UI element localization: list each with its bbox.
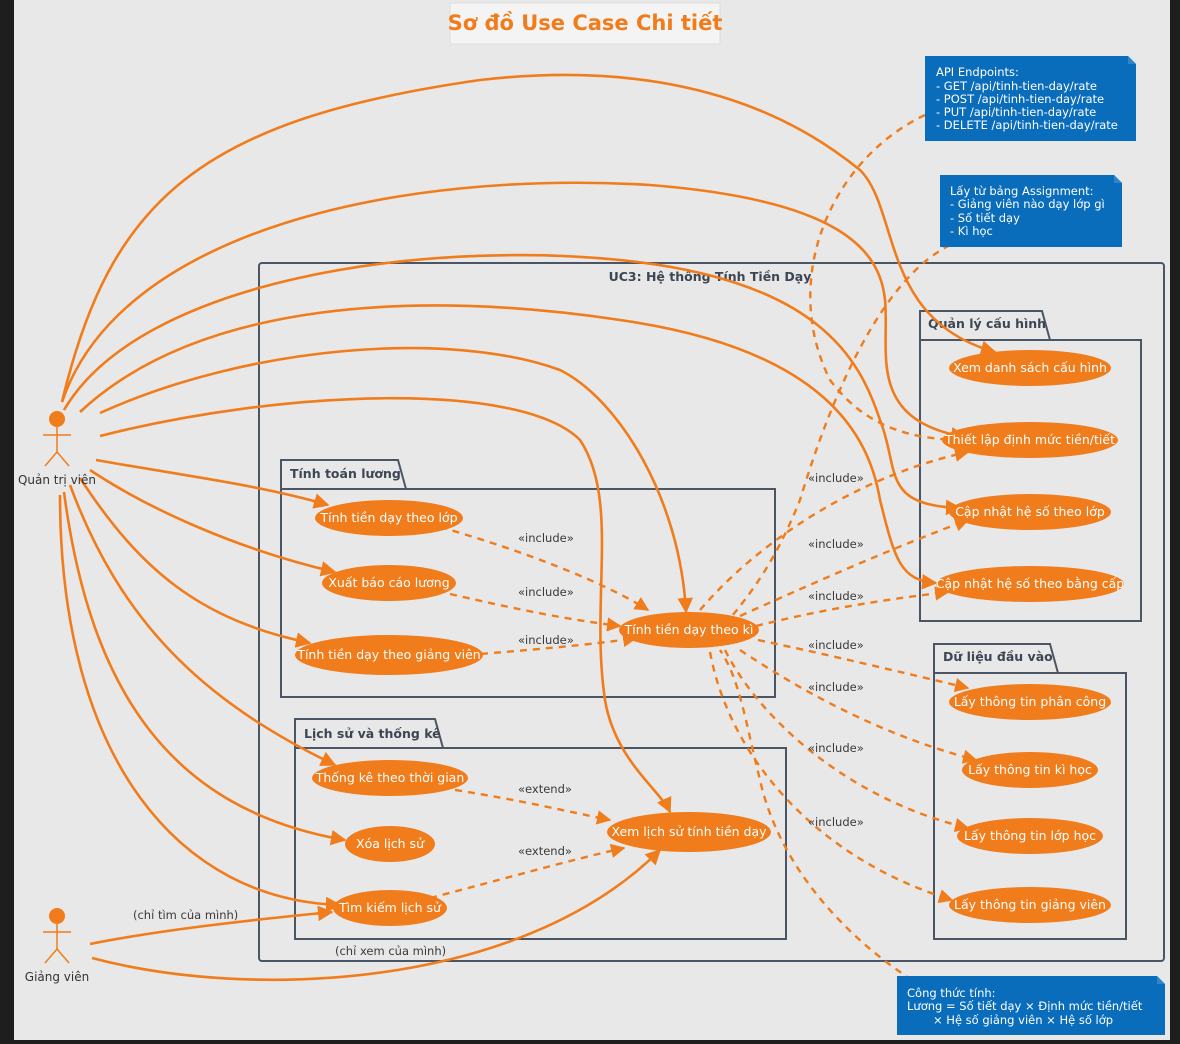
actor-teacher[interactable]: Giảng viên [25, 908, 89, 984]
svg-text:Thống kê theo thời gian: Thống kê theo thời gian [315, 770, 465, 785]
include-label-8: «include» [808, 680, 864, 694]
admin-associations [58, 73, 997, 913]
title-box [449, 2, 721, 45]
include-extend-links [429, 447, 978, 904]
uc-degree-coef[interactable]: Cập nhật hệ số theo bằng cấp [936, 566, 1124, 602]
uc-calc-teacher[interactable]: Tính tiền dạy theo giảng viên [295, 635, 483, 675]
system-boundary [258, 262, 1165, 962]
svg-text:Cập nhật hệ số theo lớp: Cập nhật hệ số theo lớp [955, 504, 1105, 519]
svg-text:Xóa lịch sử: Xóa lịch sử [356, 836, 425, 851]
package-calc-title: Tính toán lương [290, 466, 401, 481]
note-formula-text: Công thức tính: Lương = Số tiết dạy × Đị… [907, 986, 1146, 1027]
svg-text:Lấy thông tin kì học: Lấy thông tin kì học [968, 762, 1092, 777]
note-assignment-text: Lấy từ bảng Assignment: - Giảng viên nào… [950, 184, 1108, 238]
extend-label-2: «extend» [518, 844, 572, 858]
own-view-label: (chỉ xem của mình) [335, 944, 446, 958]
actor-admin[interactable]: Quản trị viên [18, 411, 96, 487]
svg-text:Tính tiền dạy theo lớp: Tính tiền dạy theo lớp [319, 510, 457, 525]
extend-label-1: «extend» [518, 782, 572, 796]
uc-class-coef[interactable]: Cập nhật hệ số theo lớp [949, 494, 1111, 530]
uc-view-history[interactable]: Xem lịch sử tính tiền dạy [607, 812, 771, 852]
uc-stats[interactable]: Thống kê theo thời gian [312, 760, 468, 796]
include-label-10: «include» [808, 815, 864, 829]
actor-teacher-label: Giảng viên [25, 970, 89, 984]
svg-text:Lấy thông tin giảng viên: Lấy thông tin giảng viên [954, 897, 1106, 912]
package-config: Quản lý cấu hình [919, 310, 1142, 622]
relation-labels: «include» «include» «include» «include» … [133, 471, 864, 958]
include-label-9: «include» [808, 741, 864, 755]
svg-text:Tính tiền dạy theo giảng viên: Tính tiền dạy theo giảng viên [296, 647, 480, 662]
include-label-3: «include» [518, 633, 574, 647]
package-input-title: Dữ liệu đầu vào [943, 649, 1053, 664]
include-label-7: «include» [808, 638, 864, 652]
package-config-title: Quản lý cấu hình [928, 316, 1046, 331]
own-search-label: (chỉ tìm của mình) [133, 908, 238, 922]
svg-text:Lấy thông tin lớp học: Lấy thông tin lớp học [964, 828, 1096, 843]
note-assignment: Lấy từ bảng Assignment: - Giảng viên nào… [940, 175, 1122, 247]
uc-search-history[interactable]: Tìm kiếm lịch sử [333, 890, 447, 926]
package-history: Lịch sử và thống kê [294, 718, 787, 940]
uc-delete-history[interactable]: Xóa lịch sử [345, 826, 435, 862]
uc-view-config[interactable]: Xem danh sách cấu hình [949, 350, 1111, 386]
uc-get-class[interactable]: Lấy thông tin lớp học [957, 818, 1103, 854]
svg-text:Xuất báo cáo lương: Xuất báo cáo lương [328, 575, 449, 590]
include-label-1: «include» [518, 531, 574, 545]
svg-text:Cập nhật hệ số theo bằng cấp: Cập nhật hệ số theo bằng cấp [936, 576, 1124, 591]
actor-admin-label: Quản trị viên [18, 473, 96, 487]
actor-admin-head-icon [49, 411, 65, 427]
uc-get-assignment[interactable]: Lấy thông tin phân công [949, 684, 1111, 720]
note-api-text: API Endpoints: - GET /api/tinh-tien-day/… [936, 65, 1118, 132]
package-history-title: Lịch sử và thống kê [304, 726, 441, 741]
include-label-4: «include» [808, 471, 864, 485]
uc-set-rate[interactable]: Thiết lập định mức tiền/tiết [942, 422, 1118, 458]
uc-calc-term[interactable]: Tính tiền dạy theo kì [619, 612, 759, 648]
note-connectors [708, 113, 966, 982]
svg-text:Tìm kiếm lịch sử: Tìm kiếm lịch sử [338, 900, 442, 915]
svg-text:Xem danh sách cấu hình: Xem danh sách cấu hình [953, 360, 1107, 375]
note-api: API Endpoints: - GET /api/tinh-tien-day/… [925, 56, 1136, 141]
use-cases: Xem danh sách cấu hình Thiết lập định mứ… [295, 350, 1124, 926]
package-input: Dữ liệu đầu vào [933, 643, 1127, 940]
svg-text:Lấy thông tin phân công: Lấy thông tin phân công [954, 694, 1106, 709]
include-label-5: «include» [808, 537, 864, 551]
svg-text:Thiết lập định mức tiền/tiết: Thiết lập định mức tiền/tiết [944, 432, 1115, 447]
package-calc: Tính toán lương [280, 459, 776, 698]
svg-text:Tính tiền dạy theo kì: Tính tiền dạy theo kì [624, 622, 754, 637]
uc-report[interactable]: Xuất báo cáo lương [322, 565, 456, 601]
teacher-associations [89, 848, 662, 982]
uc-calc-class[interactable]: Tính tiền dạy theo lớp [315, 500, 463, 536]
diagram-title: Sơ đồ Use Case Chi tiết [448, 11, 723, 35]
include-label-6: «include» [808, 589, 864, 603]
svg-text:Xem lịch sử tính tiền dạy: Xem lịch sử tính tiền dạy [611, 824, 767, 839]
uc-get-teacher[interactable]: Lấy thông tin giảng viên [949, 887, 1111, 923]
include-label-2: «include» [518, 585, 574, 599]
note-formula: Công thức tính: Lương = Số tiết dạy × Đị… [897, 976, 1165, 1035]
uc-get-term[interactable]: Lấy thông tin kì học [962, 752, 1098, 788]
actor-teacher-head-icon [49, 908, 65, 924]
